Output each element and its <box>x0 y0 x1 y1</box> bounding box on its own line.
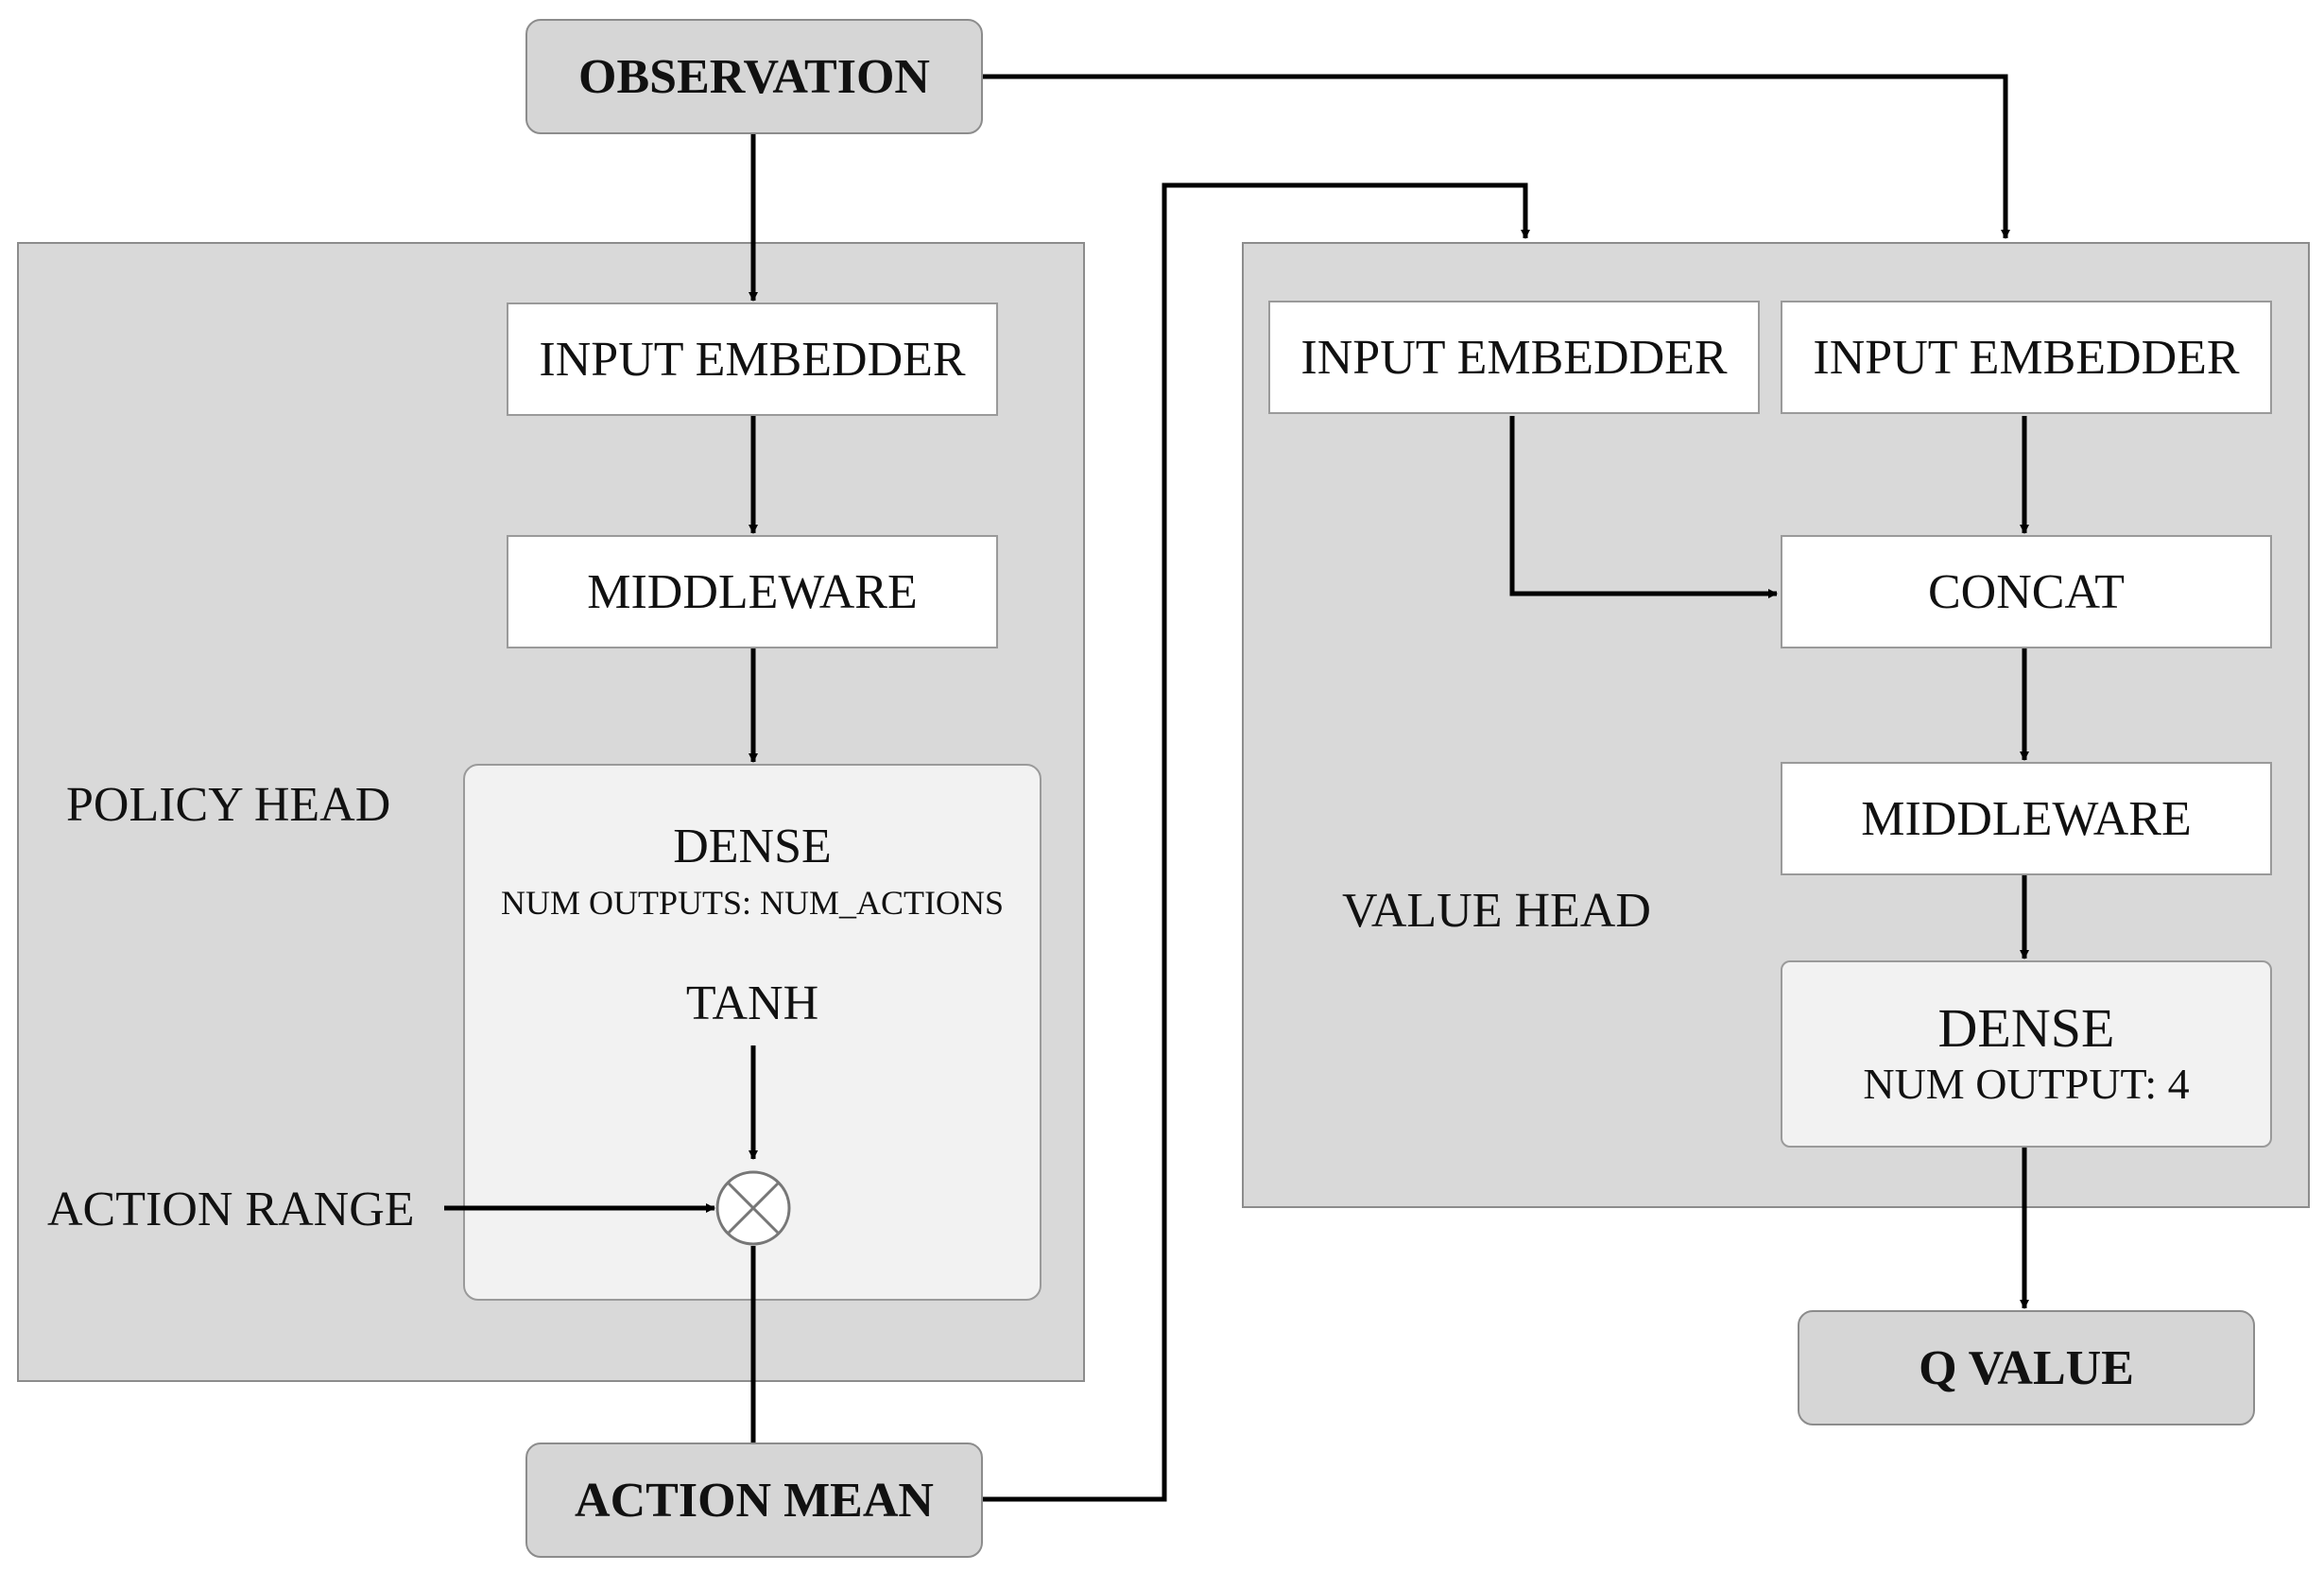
value-middleware: MIDDLEWARE <box>1781 762 2272 875</box>
circled-times-icon <box>715 1170 791 1246</box>
value-middleware-label: MIDDLEWARE <box>1861 791 2192 846</box>
q-value-label: Q VALUE <box>1919 1340 2134 1395</box>
arrow-observation-to-value-embedder <box>983 74 2010 239</box>
value-dense-title: DENSE <box>1937 997 2115 1059</box>
action-mean-label: ACTION MEAN <box>575 1473 934 1528</box>
arrow-left-embedder-to-concat <box>1509 416 1778 598</box>
policy-dense-title: DENSE <box>673 820 832 873</box>
arrow-action-mean-to-value-embedder <box>983 182 1530 1502</box>
policy-head-title: POLICY HEAD <box>66 778 391 832</box>
action-range-label: ACTION RANGE <box>47 1183 415 1236</box>
policy-input-embedder-label: INPUT EMBEDDER <box>539 332 966 387</box>
action-mean-node: ACTION MEAN <box>525 1442 983 1558</box>
value-dense-outputs: NUM OUTPUT: 4 <box>1863 1060 2190 1108</box>
policy-middleware-label: MIDDLEWARE <box>587 564 918 619</box>
policy-middleware: MIDDLEWARE <box>507 535 998 648</box>
q-value-node: Q VALUE <box>1798 1310 2255 1425</box>
policy-dense-outputs: NUM OUTPUTS: NUM_ACTIONS <box>500 884 1005 922</box>
concat-box: CONCAT <box>1781 535 2272 648</box>
value-head-title: VALUE HEAD <box>1342 884 1651 938</box>
value-input-embedder-left-label: INPUT EMBEDDER <box>1300 330 1728 385</box>
tanh-label: TANH <box>685 976 819 1030</box>
value-dense-block: DENSE NUM OUTPUT: 4 <box>1781 960 2272 1148</box>
observation-node: OBSERVATION <box>525 19 983 134</box>
value-input-embedder-right: INPUT EMBEDDER <box>1781 301 2272 414</box>
value-input-embedder-left: INPUT EMBEDDER <box>1268 301 1760 414</box>
concat-label: CONCAT <box>1927 564 2126 619</box>
value-input-embedder-right-label: INPUT EMBEDDER <box>1813 330 2240 385</box>
observation-label: OBSERVATION <box>578 49 930 104</box>
policy-input-embedder: INPUT EMBEDDER <box>507 302 998 416</box>
